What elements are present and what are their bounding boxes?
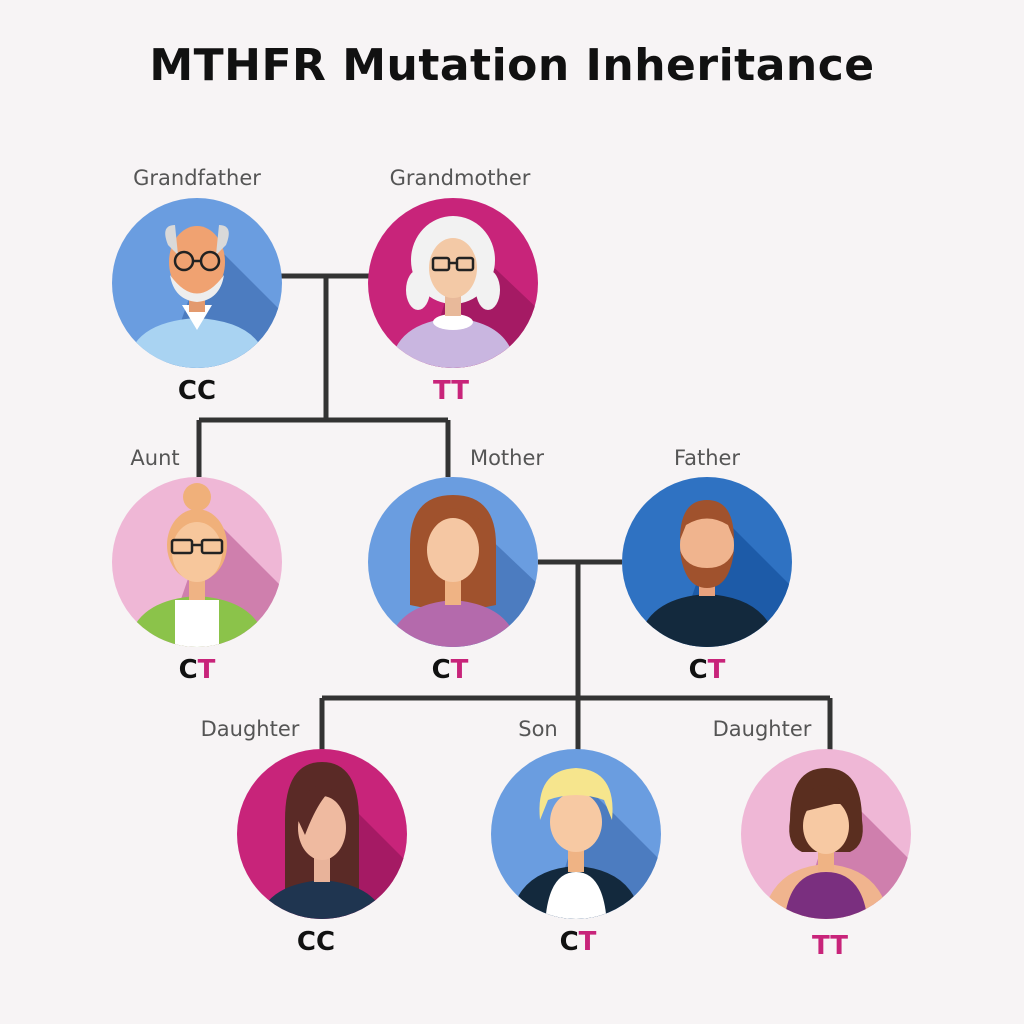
son-avatar — [491, 749, 661, 919]
role-label-grandfather: Grandfather — [133, 166, 261, 190]
genotype-grandmother: TT — [391, 376, 511, 406]
daughter2-avatar — [741, 749, 911, 919]
genotype-daughter1: CC — [256, 927, 376, 957]
allele-1: C — [296, 927, 316, 957]
grandfather-avatar — [112, 198, 282, 368]
allele-2: T — [197, 655, 216, 685]
allele-1: C — [177, 376, 197, 406]
connector-lines — [196, 273, 833, 750]
allele-1: C — [178, 655, 198, 685]
role-label-aunt: Aunt — [130, 446, 180, 470]
role-label-daughter2: Daughter — [712, 717, 812, 741]
diagram-title: MTHFR Mutation Inheritance — [149, 40, 875, 91]
allele-2: T — [830, 931, 849, 961]
allele-2: T — [450, 655, 469, 685]
allele-2: T — [578, 927, 597, 957]
genotype-daughter2: TT — [770, 931, 890, 961]
allele-1: C — [559, 927, 579, 957]
daughter1-avatar — [237, 749, 407, 919]
mother-avatar — [368, 477, 538, 647]
role-label-daughter1: Daughter — [200, 717, 300, 741]
allele-1: T — [811, 931, 831, 961]
allele-2: C — [197, 376, 217, 406]
genotype-mother: CT — [390, 655, 510, 685]
role-label-grandmother: Grandmother — [389, 166, 531, 190]
role-label-father: Father — [673, 446, 741, 470]
allele-2: T — [707, 655, 726, 685]
genotype-father: CT — [647, 655, 767, 685]
genotype-son: CT — [518, 927, 638, 957]
role-label-son: Son — [518, 717, 558, 741]
genotype-aunt: CT — [137, 655, 257, 685]
role-label-mother: Mother — [469, 446, 545, 470]
grandmother-avatar — [368, 198, 538, 368]
genotype-grandfather: CC — [137, 376, 257, 406]
aunt-avatar — [112, 477, 282, 647]
allele-2: T — [451, 376, 470, 406]
allele-1: T — [432, 376, 452, 406]
father-avatar — [622, 477, 792, 647]
allele-1: C — [431, 655, 451, 685]
allele-2: C — [316, 927, 336, 957]
allele-1: C — [688, 655, 708, 685]
